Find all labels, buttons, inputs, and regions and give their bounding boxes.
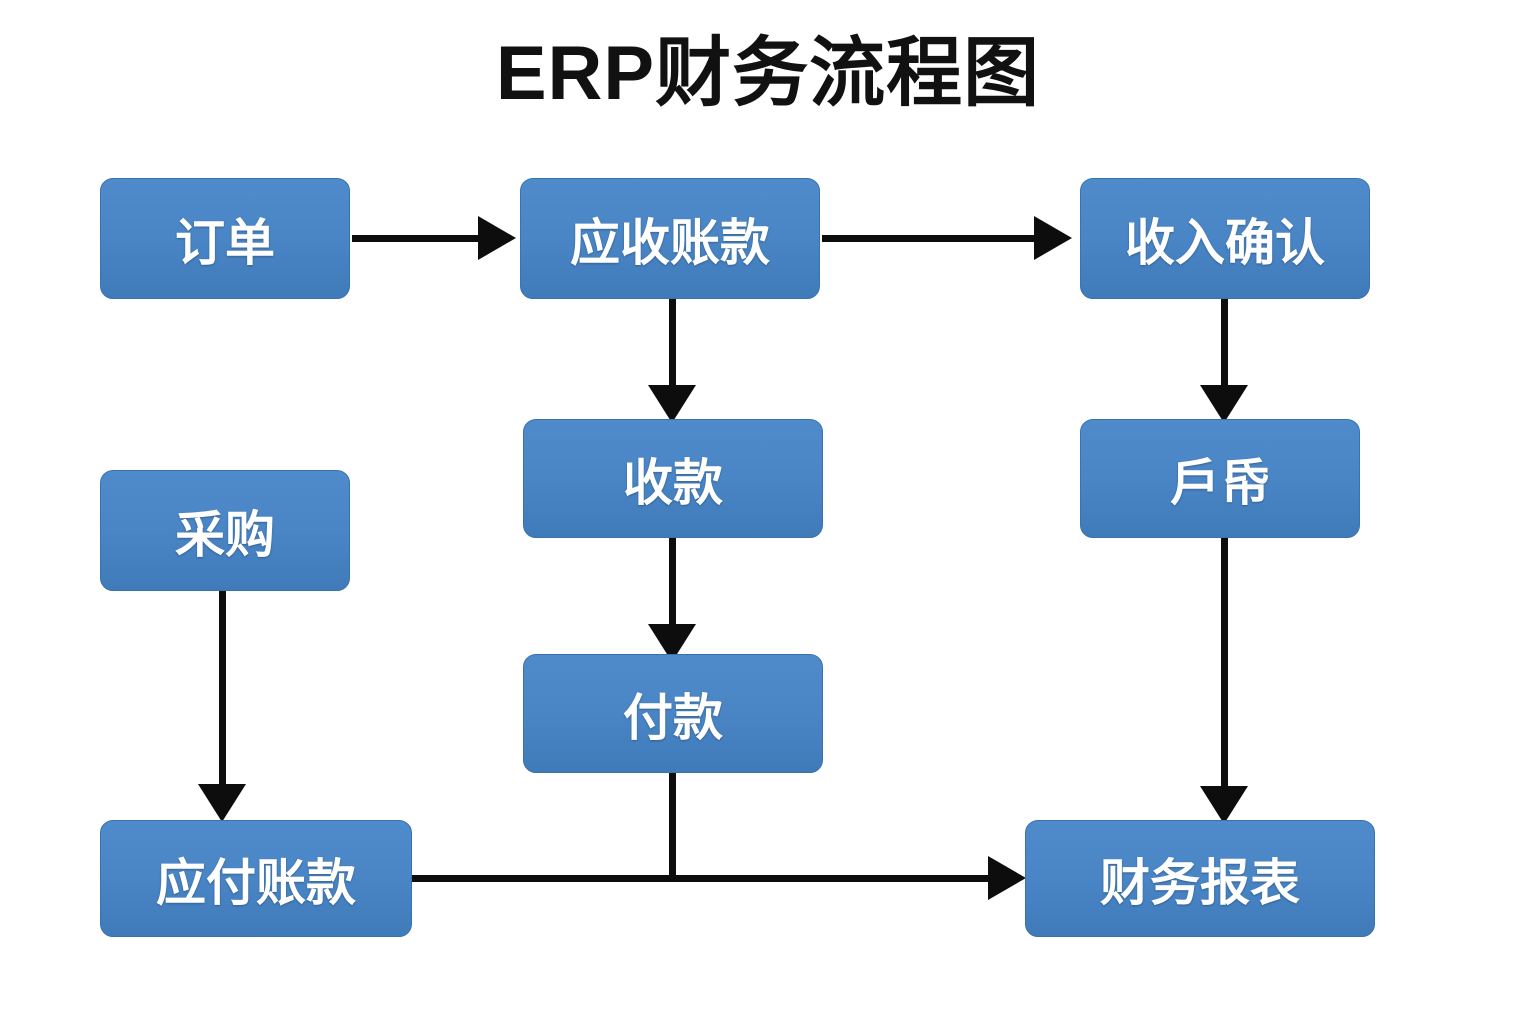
- node-financial-report[interactable]: 财务报表: [1025, 820, 1375, 937]
- node-accounts-receivable-label: 应收账款: [570, 214, 770, 271]
- node-cost-label: 戶帋: [1170, 454, 1270, 511]
- arrowhead-down-icon: [648, 385, 696, 423]
- edge-ar-to-revenue-line: [822, 235, 1036, 242]
- arrowhead-down-icon: [1200, 385, 1248, 423]
- node-collection[interactable]: 收款: [523, 419, 823, 538]
- edge-payment-to-report-line: [669, 773, 676, 879]
- arrowhead-right-icon: [988, 856, 1026, 900]
- node-collection-label: 收款: [623, 454, 723, 511]
- arrowhead-down-icon: [198, 784, 246, 822]
- arrowhead-right-icon: [1034, 216, 1072, 260]
- edge-collection-to-payment-line: [669, 538, 676, 630]
- edge-procurement-to-ap-line: [219, 591, 226, 791]
- node-accounts-receivable[interactable]: 应收账款: [520, 178, 820, 299]
- node-financial-report-label: 财务报表: [1100, 854, 1300, 911]
- node-revenue-recognition[interactable]: 收入确认: [1080, 178, 1370, 299]
- node-cost[interactable]: 戶帋: [1080, 419, 1360, 538]
- node-accounts-payable-label: 应付账款: [156, 854, 356, 911]
- page-title: ERP财务流程图: [495, 31, 1041, 116]
- node-payment[interactable]: 付款: [523, 654, 823, 773]
- arrowhead-down-icon: [1200, 786, 1248, 824]
- node-order[interactable]: 订单: [100, 178, 350, 299]
- edge-ap-to-report-line: [410, 875, 990, 882]
- node-accounts-payable[interactable]: 应付账款: [100, 820, 412, 937]
- edge-cost-to-report-line: [1221, 538, 1228, 792]
- node-order-label: 订单: [175, 214, 275, 271]
- edge-ar-to-collection-line: [669, 299, 676, 391]
- edge-order-to-ar-line: [352, 235, 480, 242]
- node-payment-label: 付款: [623, 689, 723, 746]
- node-revenue-recognition-label: 收入确认: [1125, 214, 1325, 271]
- edge-revenue-to-cost-line: [1221, 299, 1228, 391]
- node-procurement-label: 采购: [175, 506, 275, 563]
- arrowhead-right-icon: [478, 216, 516, 260]
- node-procurement[interactable]: 采购: [100, 470, 350, 591]
